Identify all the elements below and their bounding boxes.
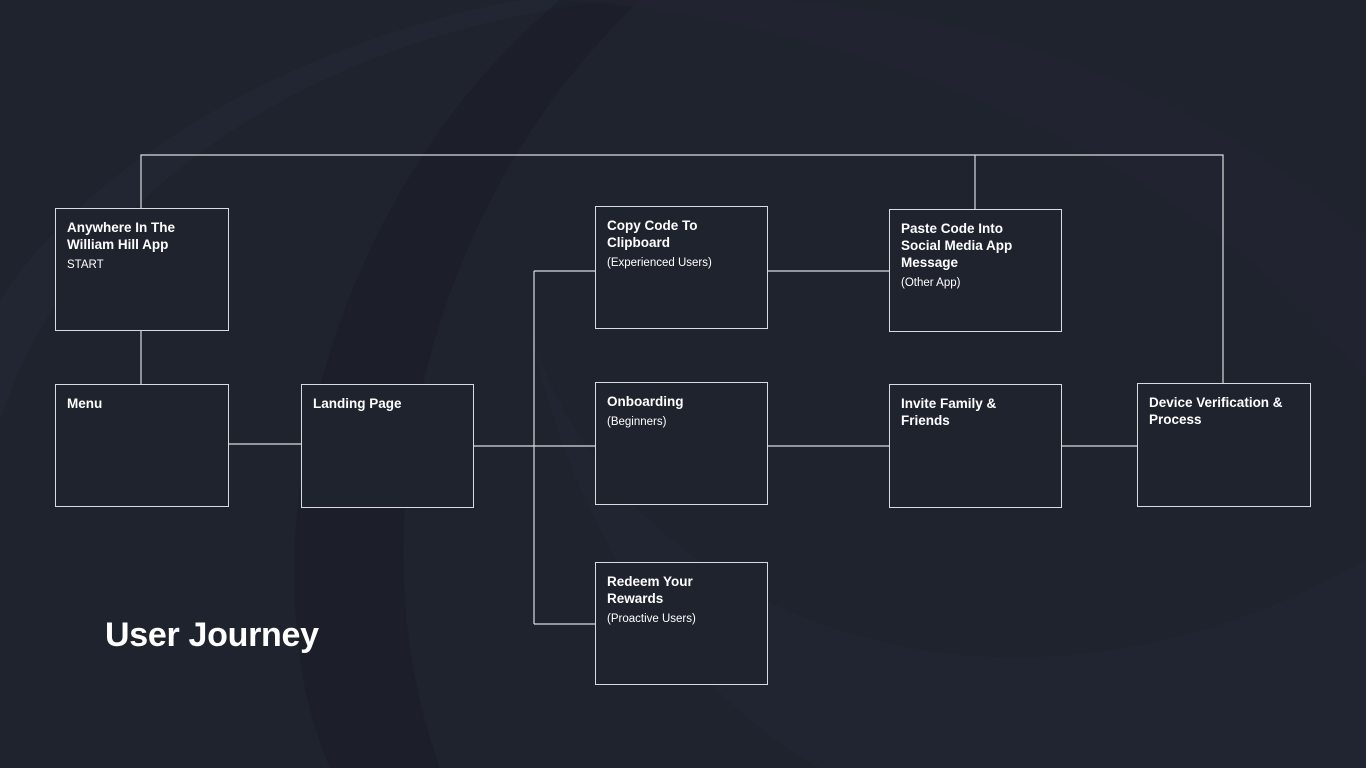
node-menu-title: Menu (67, 396, 103, 411)
node-start-subtitle: START (67, 259, 104, 271)
edge-start-top-bus (140, 154, 1224, 383)
node-menu: Menu (55, 384, 229, 507)
page-title: User Journey (105, 616, 319, 654)
node-redeem-rewards: Redeem Your Rewards (Proactive Users) (595, 562, 768, 685)
node-paste-subtitle: (Other App) (901, 277, 961, 289)
node-redeem-subtitle: (Proactive Users) (607, 613, 696, 625)
node-copy-code: Copy Code To Clipboard (Experienced User… (595, 206, 768, 329)
node-onboarding: Onboarding (Beginners) (595, 382, 768, 505)
node-device-title: Device Verification & Process (1149, 395, 1283, 427)
node-paste-code: Paste Code Into Social Media App Message… (889, 209, 1062, 332)
node-start: Anywhere In The William Hill App START (55, 208, 229, 331)
node-landing-title: Landing Page (313, 396, 402, 411)
node-invite-title: Invite Family & Friends (901, 396, 997, 428)
node-copy-title: Copy Code To Clipboard (607, 218, 698, 250)
node-landing-page: Landing Page (301, 384, 474, 508)
node-redeem-title: Redeem Your Rewards (607, 574, 693, 606)
node-start-title: Anywhere In The William Hill App (67, 220, 176, 252)
node-device-verification: Device Verification & Process (1137, 383, 1311, 507)
node-onboard-subtitle: (Beginners) (607, 416, 667, 428)
node-copy-subtitle: (Experienced Users) (607, 257, 712, 269)
node-onboard-title: Onboarding (607, 394, 684, 409)
node-paste-title: Paste Code Into Social Media App Message (901, 221, 1013, 270)
node-invite-friends: Invite Family & Friends (889, 384, 1062, 508)
